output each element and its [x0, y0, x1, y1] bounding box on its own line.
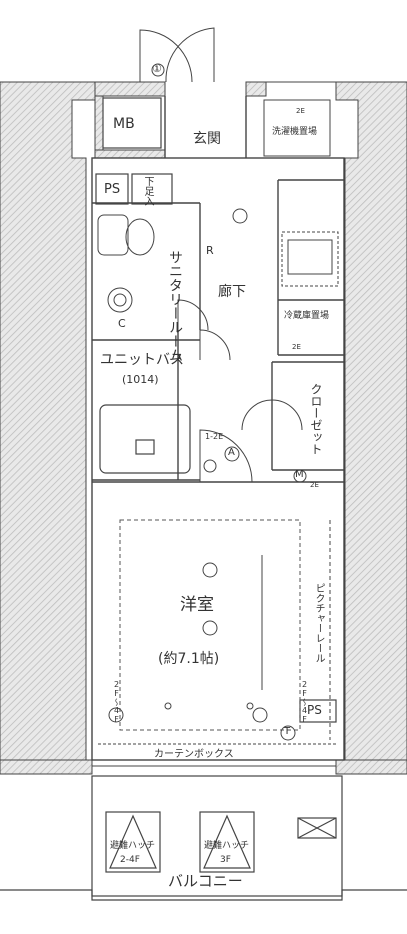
door-swings — [139, 27, 303, 483]
exterior-walls — [0, 81, 407, 775]
balcony-label: バルコニー — [168, 872, 243, 890]
hatch-left-title: 避難ハッチ — [110, 841, 156, 851]
entrance-label: 玄関 — [193, 131, 221, 147]
symbol-marks — [108, 63, 307, 741]
ceiling-note-left: 2F～4F — [112, 680, 121, 724]
fridge-label: 冷蔵庫置場 — [284, 311, 330, 321]
wash-basin — [107, 287, 133, 313]
hallway-label: 廊下 — [218, 284, 246, 300]
sleeve-m-label: 2E — [310, 481, 319, 489]
c-mark: C — [118, 317, 126, 330]
m-mark: M — [295, 469, 304, 480]
western-room-label: 洋室 — [180, 595, 214, 615]
hatch-right-title: 避難ハッチ — [204, 841, 250, 851]
curtain-box-label: カーテンボックス — [154, 749, 234, 760]
ceiling-note-right: 2F～4F — [300, 680, 309, 724]
western-room-size: (約7.1帖) — [158, 651, 220, 667]
bathtub — [99, 404, 191, 474]
a-mark: A — [228, 447, 235, 458]
mb-label: MB — [113, 116, 135, 132]
hatch-left-floors: 2-4F — [120, 855, 140, 865]
picture-rail-label: ピクチャーレール — [313, 583, 324, 663]
sleeve-height-label: 1-2E — [205, 432, 224, 441]
ps-top-label: PS — [104, 182, 121, 197]
closet-label: クローゼット — [309, 383, 323, 455]
sanitary-room-label: サニタリールーム — [167, 250, 183, 362]
balcony-area — [0, 775, 407, 901]
r-mark: R — [206, 244, 214, 257]
meter-mark: ① — [152, 62, 162, 75]
toilet-fixture — [97, 214, 155, 256]
ps-mb-boxes — [95, 97, 337, 723]
kitchen-sink — [281, 231, 339, 287]
t-mark: T — [284, 726, 291, 737]
washer-label: 洗濯機置場 — [272, 127, 318, 137]
outlet-2e-b: 2E — [292, 343, 301, 351]
unit-bath-size: (1014) — [122, 373, 159, 386]
picture-rail-line — [261, 520, 331, 740]
ps-bottom-label: PS — [307, 703, 322, 717]
hatch-right-floors: 3F — [220, 855, 231, 865]
shoe-box-label: 下足入 — [142, 176, 153, 206]
washer-space — [263, 99, 331, 157]
outlet-2e-a: 2E — [296, 107, 305, 115]
room-outline — [119, 519, 301, 731]
unit-bath-label: ユニットバス — [100, 352, 184, 368]
